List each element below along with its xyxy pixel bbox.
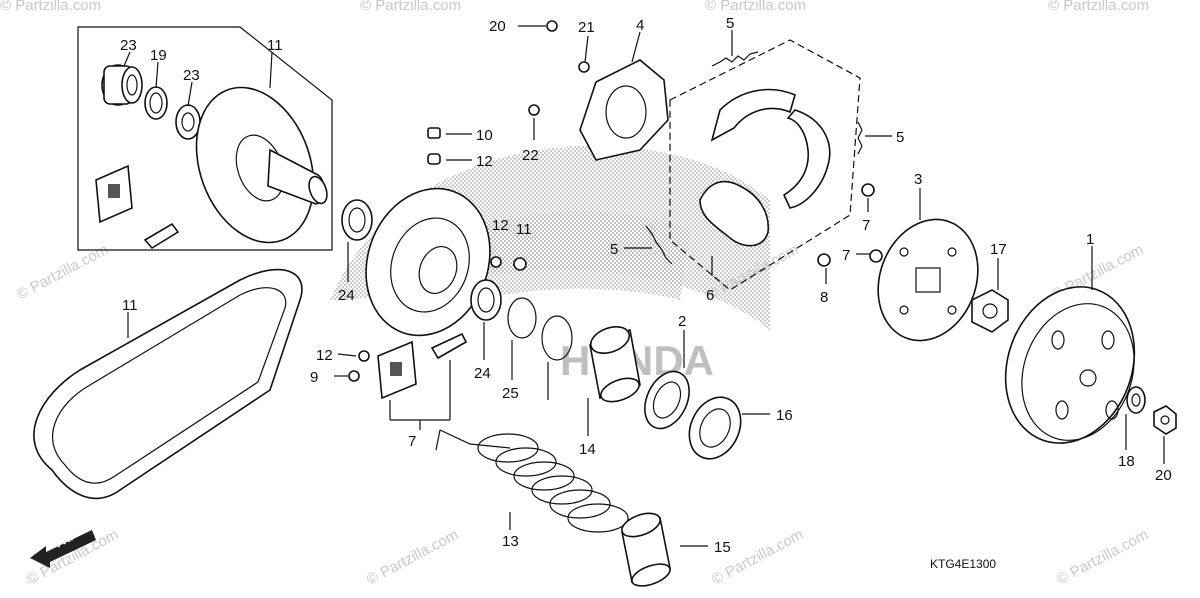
drive-belt-part xyxy=(33,268,303,500)
callout-24: 25 xyxy=(502,385,519,402)
callout-10: 7 xyxy=(408,433,416,450)
front-direction-arrow-icon: FR. xyxy=(30,530,96,568)
circlip-part xyxy=(144,86,168,120)
driven-face-spring-part xyxy=(477,433,629,533)
callout-13: 13 xyxy=(502,533,519,550)
o-ring-part xyxy=(507,297,573,361)
clutch-weight-part xyxy=(699,88,831,247)
leader-lines xyxy=(123,25,1165,547)
callout-2: 2 xyxy=(678,313,686,330)
callout-19: 19 xyxy=(150,47,167,64)
callout-7: 7 xyxy=(842,247,850,264)
grease-tube-icon xyxy=(143,222,180,250)
small-bolt-part xyxy=(348,127,527,382)
callout-4: 4 xyxy=(636,17,644,34)
spring-collar-part xyxy=(621,512,671,587)
callout-20: 21 xyxy=(578,19,595,36)
callout-17: 17 xyxy=(990,241,1007,258)
lock-nut-part xyxy=(971,289,1009,333)
grease-label-icon xyxy=(95,164,133,224)
grease-tube-icon xyxy=(430,332,468,360)
callout-11: 11 xyxy=(516,221,532,238)
watermarks: © Partzilla.com © Partzilla.com © Partzi… xyxy=(0,0,1151,589)
washer-part xyxy=(1126,386,1146,414)
group-box-drive-face xyxy=(77,26,333,251)
watermark-text: © Partzilla.com xyxy=(709,526,806,588)
callout-20: 20 xyxy=(489,18,506,35)
callout-20: 22 xyxy=(522,147,539,164)
clutch-spring-part xyxy=(645,51,863,265)
callout-14: 14 xyxy=(579,441,596,458)
callout-12: 12 xyxy=(476,153,493,170)
washer-part xyxy=(644,370,690,430)
retaining-clip-part xyxy=(528,20,590,116)
collar-part xyxy=(589,326,641,403)
watermark-text: © Partzilla.com xyxy=(364,526,461,588)
movable-drive-face-part xyxy=(195,86,328,244)
callout-12: 12 xyxy=(316,347,333,364)
callout-22: 23 xyxy=(120,37,137,54)
callout-16: 16 xyxy=(776,407,793,424)
radial-bearing-part xyxy=(175,104,201,140)
callout-15: 15 xyxy=(714,539,731,556)
clutch-outer-part xyxy=(1004,286,1136,444)
group-box-clutch-weights xyxy=(669,39,861,291)
callout-12: 12 xyxy=(492,217,509,234)
callout-23: 24 xyxy=(474,365,491,382)
callout-25: 20 xyxy=(1155,467,1172,484)
callout-11: 10 xyxy=(476,127,493,144)
watermark-text: © Partzilla.com xyxy=(360,0,461,14)
needle-bearing-part xyxy=(101,64,143,106)
callout-11: 9 xyxy=(310,369,318,386)
callout-5: 5 xyxy=(610,241,618,258)
hex-nut-part xyxy=(817,183,883,267)
callout-5: 5 xyxy=(726,15,734,32)
callout-18: 18 xyxy=(1118,453,1135,470)
oil-seal-part xyxy=(341,199,373,241)
callout-7: 8 xyxy=(820,289,828,306)
callout-3: 3 xyxy=(914,171,922,188)
watermark-text: © Partzilla.com xyxy=(0,0,101,14)
callout-9: 11 xyxy=(267,37,283,54)
callout-23: 24 xyxy=(338,287,355,304)
grease-label-icon xyxy=(377,340,417,400)
callout-6: 6 xyxy=(706,287,714,304)
oil-seal-part xyxy=(470,279,502,321)
callout-5: 5 xyxy=(896,129,904,146)
callout-8: 11 xyxy=(122,297,138,314)
watermark-text: © Partzilla.com xyxy=(1054,526,1151,588)
watermark-text: © Partzilla.com xyxy=(705,0,806,14)
clutch-drive-plate-part xyxy=(877,218,979,342)
callout-7: 7 xyxy=(862,217,870,234)
diagram-code: KTG4E1300 xyxy=(930,557,996,571)
clutch-plate-part xyxy=(579,59,669,161)
callout-labels: 23 19 23 11 20 21 4 5 10 12 22 5 3 7 7 8… xyxy=(120,15,1172,556)
callout-1: 1 xyxy=(1086,231,1094,248)
watermark-text: © Partzilla.com xyxy=(1048,0,1149,14)
flange-nut-part xyxy=(1153,405,1177,435)
seal-collar-part xyxy=(688,396,742,460)
callout-21: 23 xyxy=(183,67,200,84)
